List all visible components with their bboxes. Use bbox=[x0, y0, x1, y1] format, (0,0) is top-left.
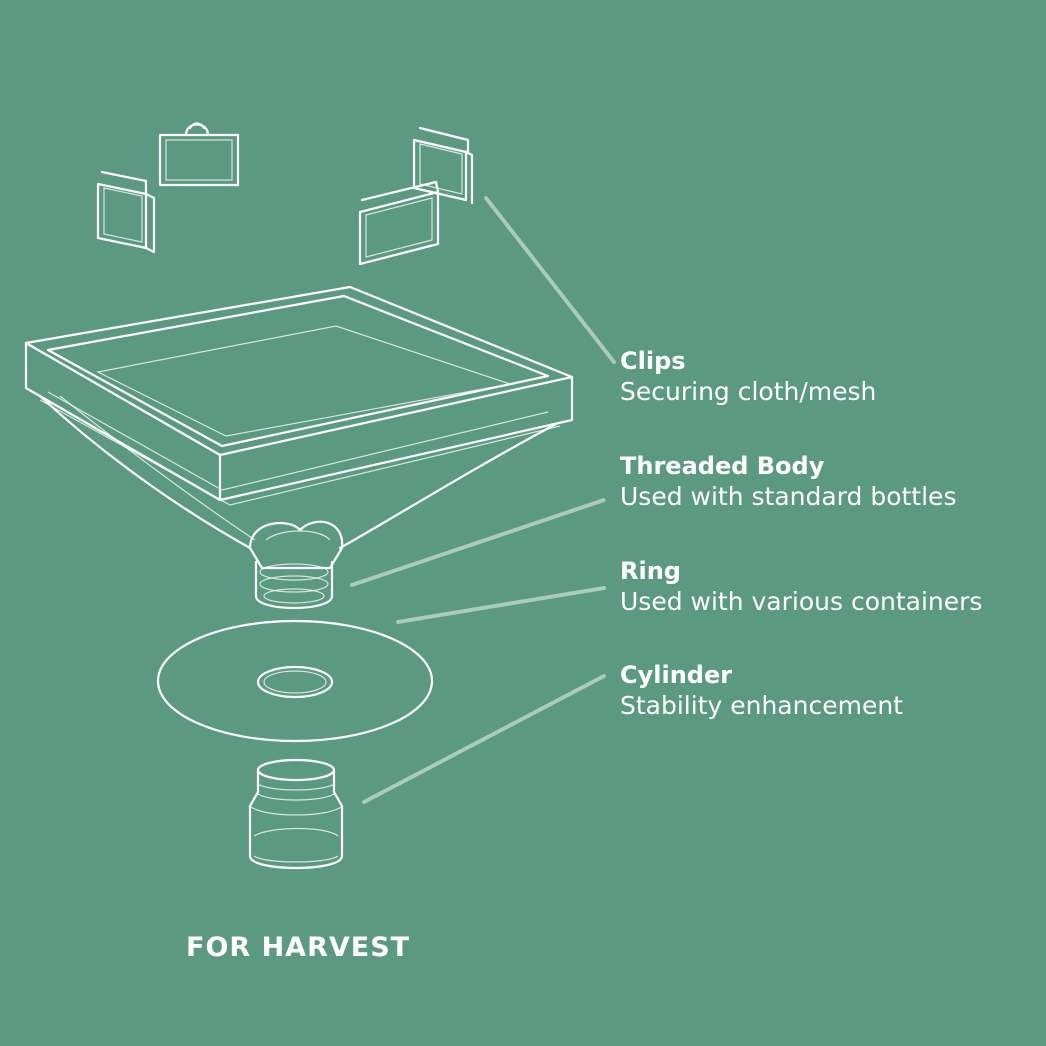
ring-disc bbox=[156, 619, 434, 743]
tray-funnel bbox=[24, 285, 574, 550]
part-name: Ring bbox=[620, 557, 681, 585]
label-threaded-body: Threaded Body Used with standard bottles bbox=[620, 451, 956, 513]
label-ring: Ring Used with various containers bbox=[620, 556, 982, 618]
part-desc: Used with standard bottles bbox=[620, 482, 957, 511]
part-desc: Stability enhancement bbox=[620, 691, 903, 720]
leader-ring bbox=[396, 586, 606, 624]
label-cylinder: Cylinder Stability enhancement bbox=[620, 660, 903, 722]
clip-right-front bbox=[358, 180, 440, 266]
part-name: Cylinder bbox=[620, 661, 733, 689]
part-desc: Securing cloth/mesh bbox=[620, 377, 877, 406]
clip-top-center bbox=[158, 122, 240, 187]
cylinder bbox=[248, 758, 344, 870]
clip-right-back bbox=[412, 126, 474, 205]
clip-left bbox=[96, 170, 156, 254]
label-clips: Clips Securing cloth/mesh bbox=[620, 346, 876, 408]
part-name: Clips bbox=[620, 347, 686, 375]
part-name: Threaded Body bbox=[620, 452, 825, 480]
footer-title: FOR HARVEST bbox=[186, 932, 411, 963]
leader-clips bbox=[484, 196, 616, 364]
leader-cylinder bbox=[362, 674, 606, 804]
threaded-body bbox=[248, 520, 344, 610]
leader-threaded-body bbox=[350, 498, 606, 587]
part-desc: Used with various containers bbox=[620, 587, 983, 616]
